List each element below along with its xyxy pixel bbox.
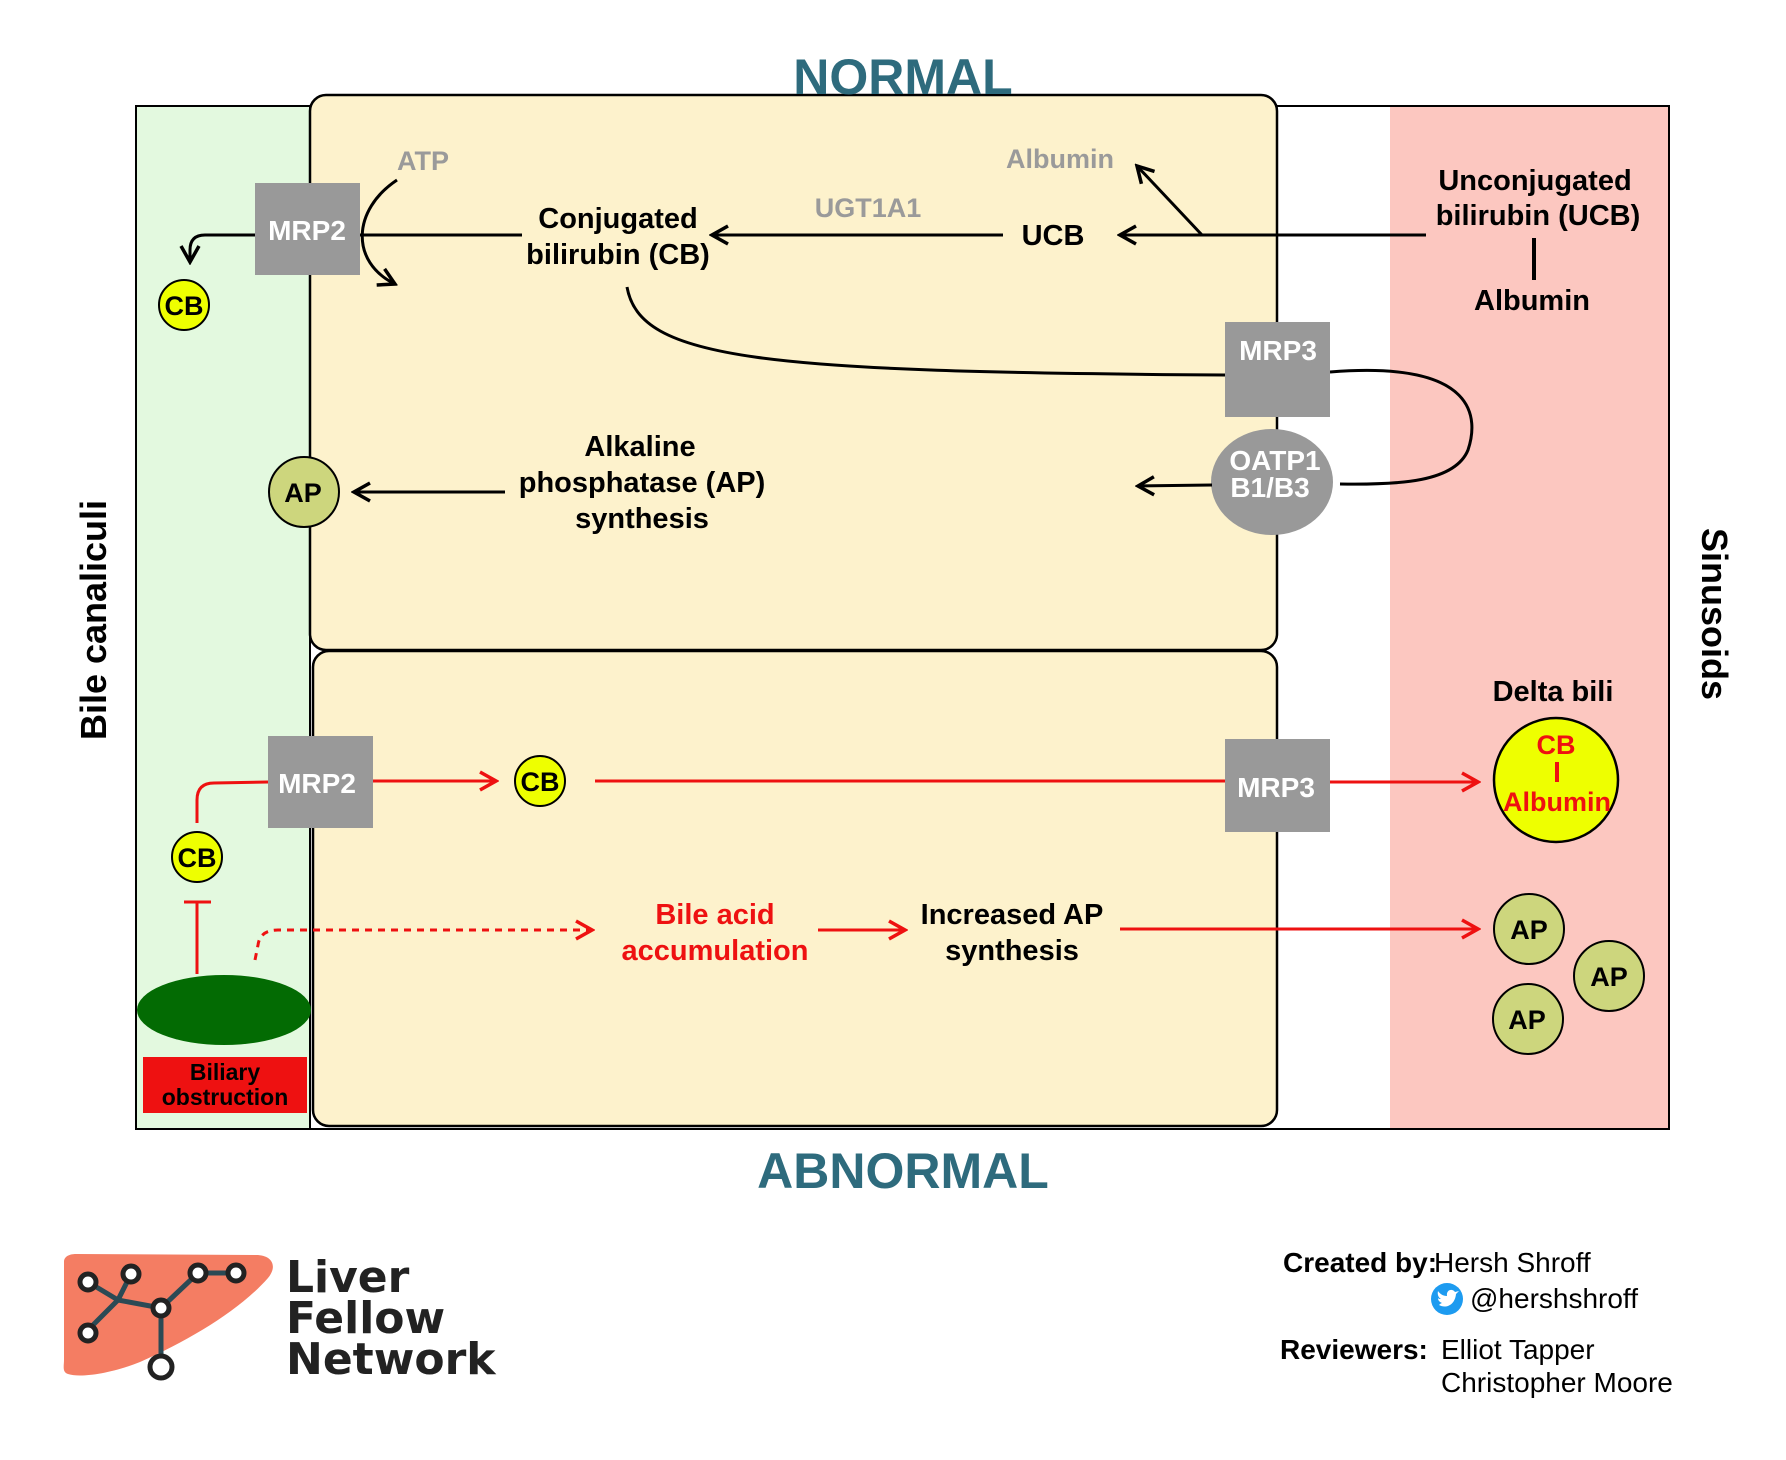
delta-albumin-label: Albumin [1503, 787, 1611, 817]
reviewers-label: Reviewers: [1280, 1334, 1428, 1365]
obstruction-box [143, 1057, 307, 1113]
arrow-cb-excretion [190, 233, 255, 262]
ap-blood-2 [1573, 940, 1645, 1012]
obstruction-label-2: obstruction [162, 1084, 289, 1110]
logo-text-line2: Fellow [286, 1293, 445, 1344]
logo-network-nodes [77, 1262, 247, 1381]
increased-ap-label-1: Increased AP [921, 899, 1104, 931]
label-bile-canaliculi: Bile canaliculi [73, 500, 114, 740]
bile-acid-label-1: Bile acid [655, 899, 774, 931]
ap-synthesis-label-1: Alkaline [584, 431, 695, 463]
reviewer-2: Christopher Moore [1441, 1367, 1673, 1398]
mrp2-normal [255, 183, 360, 275]
ap-blood-3 [1492, 983, 1564, 1055]
cb-cell-abnormal-label: CB [521, 767, 560, 797]
ap-blood-3-label: AP [1508, 1005, 1546, 1035]
line-cb-regurgitation [195, 780, 269, 823]
loop-mrp3-to-oatp [1329, 369, 1474, 486]
ucb-label: UCB [1022, 220, 1085, 252]
delta-bili-label: Delta bili [1493, 676, 1614, 708]
hepatocyte-abnormal [311, 649, 1279, 1128]
obstruction-mass [137, 975, 311, 1045]
atp-label: ATP [397, 146, 449, 176]
increased-ap-label-2: synthesis [945, 935, 1079, 967]
ap-canaliculus-normal-label: AP [284, 478, 322, 508]
obstruction-label-1: Biliary [190, 1059, 261, 1085]
albumin-released-label: Albumin [1006, 144, 1114, 174]
arrow-oatp-uptake [1138, 485, 1213, 486]
created-by-name: Hersh Shroff [1434, 1247, 1591, 1278]
cb-label-2: bilirubin (CB) [526, 239, 710, 271]
logo-text-line3: Network [286, 1334, 497, 1385]
albumin-bound-label: Albumin [1474, 285, 1590, 317]
canaliculi-region [136, 106, 311, 1129]
mrp3-normal [1225, 322, 1330, 417]
twitter-icon [1431, 1283, 1463, 1315]
heading-abnormal: ABNORMAL [757, 1143, 1049, 1199]
oatp-label-2: B1/B3 [1230, 472, 1309, 503]
logo-text-line1: Liver [286, 1252, 410, 1303]
mrp3-abnormal-label: MRP3 [1237, 772, 1315, 803]
hepatocyte-normal [308, 93, 1279, 652]
ap-synthesis-label-2: phosphatase (AP) [519, 467, 766, 499]
bile-acid-label-2: accumulation [622, 935, 809, 967]
line-cb-to-mrp3 [625, 286, 1226, 377]
cb-label-1: Conjugated [538, 203, 698, 235]
delta-cb-label: CB [1537, 730, 1576, 760]
mrp3-abnormal [1225, 739, 1330, 832]
cb-canaliculus-abnormal [171, 831, 223, 883]
ucb-blood-label-2: bilirubin (UCB) [1436, 200, 1641, 232]
mrp2-abnormal [268, 736, 373, 828]
arrow-albumin-release [1137, 166, 1204, 237]
ap-synthesis-label-3: synthesis [575, 503, 709, 535]
cb-canaliculus-normal-label: CB [165, 291, 204, 321]
ap-canaliculus-normal [268, 456, 340, 528]
cb-canaliculus-normal [158, 279, 210, 331]
reviewer-1: Elliot Tapper [1441, 1334, 1595, 1365]
mrp3-normal-label: MRP3 [1239, 335, 1317, 366]
mrp2-abnormal-label: MRP2 [278, 768, 356, 799]
cb-cell-abnormal [514, 755, 566, 807]
arrow-bile-acid-dotted [253, 930, 592, 961]
enzyme-label: UGT1A1 [815, 193, 922, 223]
ap-blood-1 [1493, 893, 1565, 965]
oatp-label-1: OATP1 [1229, 445, 1320, 476]
mrp2-normal-label: MRP2 [268, 215, 346, 246]
ap-blood-2-label: AP [1590, 962, 1628, 992]
twitter-handle[interactable]: @hershshroff [1470, 1283, 1638, 1314]
ap-blood-1-label: AP [1510, 915, 1548, 945]
oatp-transporter [1211, 429, 1333, 535]
created-by-label: Created by: [1283, 1247, 1437, 1278]
heading-normal: NORMAL [793, 49, 1012, 105]
cb-canaliculus-abnormal-label: CB [178, 843, 217, 873]
label-sinusoids: Sinusoids [1694, 528, 1735, 700]
ucb-blood-label-1: Unconjugated [1438, 165, 1631, 197]
arrow-atp [360, 178, 397, 284]
